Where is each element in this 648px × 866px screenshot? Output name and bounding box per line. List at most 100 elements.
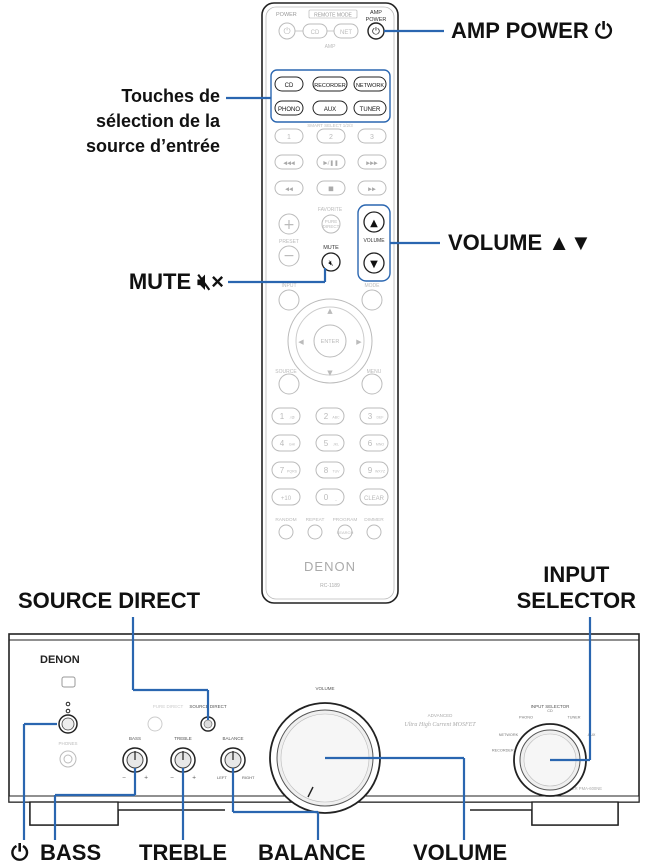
svg-text:VOLUME: VOLUME xyxy=(315,686,334,691)
keypad-key-sublabel: MNO xyxy=(376,443,384,447)
svg-text:▶▶: ▶▶ xyxy=(368,187,376,193)
svg-text:DIRECT: DIRECT xyxy=(323,224,340,229)
keypad-key-sublabel: PQRS xyxy=(287,470,298,474)
svg-text:INPUT: INPUT xyxy=(282,283,297,289)
keypad-key[interactable] xyxy=(315,407,345,425)
remote-src-aux: AUX xyxy=(324,107,336,113)
svg-text:▶: ▶ xyxy=(356,338,362,346)
input-position-label: AUX xyxy=(588,733,596,737)
svg-text:AMP: AMP xyxy=(325,44,337,50)
keypad-key-sublabel: _ xyxy=(334,497,337,501)
keypad-key[interactable] xyxy=(271,488,301,506)
keypad-key-label: +10 xyxy=(281,496,292,502)
callout-power-symbol: ⏻ xyxy=(11,840,29,865)
svg-text:SMART SELECT 1/2/3: SMART SELECT 1/2/3 xyxy=(307,123,353,128)
callout-balance: BALANCE xyxy=(258,840,366,865)
svg-text:−: − xyxy=(170,775,174,781)
remote-volume-down[interactable] xyxy=(363,252,385,274)
keypad-key[interactable] xyxy=(359,461,389,479)
keypad-key-label: 6 xyxy=(368,439,373,448)
svg-text:−: − xyxy=(283,248,295,264)
svg-text:REPEAT: REPEAT xyxy=(306,517,325,523)
callout-treble: TREBLE xyxy=(139,840,227,865)
remote-src-network: NETWORK xyxy=(356,83,384,89)
keypad-key-label: 3 xyxy=(368,412,373,421)
keypad-key-label: 4 xyxy=(280,439,285,448)
svg-text:RIGHT: RIGHT xyxy=(242,775,255,780)
svg-text:BASS: BASS xyxy=(129,736,141,741)
keypad-key-label: 0 xyxy=(324,493,329,502)
callout-volume-knob: VOLUME xyxy=(413,840,508,865)
keypad-key-sublabel: DEF xyxy=(377,416,384,420)
keypad-key[interactable] xyxy=(359,434,389,452)
input-position-label: NETWORK xyxy=(499,733,519,737)
svg-text:3: 3 xyxy=(370,134,374,141)
callout-source-keys: Touches de sélection de la source d’entr… xyxy=(85,86,220,156)
keypad-key[interactable] xyxy=(315,434,345,452)
svg-text:▲: ▲ xyxy=(327,307,333,315)
svg-text:FAVORITE: FAVORITE xyxy=(318,207,343,213)
keypad-key[interactable] xyxy=(315,461,345,479)
svg-text:⏻: ⏻ xyxy=(283,26,290,37)
keypad-key-sublabel: ./@ xyxy=(289,416,295,420)
svg-text:DIMMER: DIMMER xyxy=(364,517,384,523)
input-position-label: CD xyxy=(547,709,553,713)
svg-text:MUTE: MUTE xyxy=(323,245,339,251)
keypad-key[interactable] xyxy=(359,407,389,425)
callout-amp-power: AMP POWER ⏻ xyxy=(451,18,613,43)
callout-volume-buttons: VOLUME ▲▼ xyxy=(448,230,592,255)
svg-text:⏻: ⏻ xyxy=(372,27,380,38)
callout-input-selector: INPUT SELECTOR xyxy=(516,562,636,613)
keypad-key-label: 5 xyxy=(324,439,329,448)
remote-src-phono: PHONO xyxy=(278,107,300,113)
svg-text:+: + xyxy=(283,217,295,233)
svg-text:◀◀: ◀◀ xyxy=(285,187,293,193)
svg-text:MODE: MODE xyxy=(365,283,381,289)
input-position-label: PHONO xyxy=(519,715,533,719)
svg-text:+: + xyxy=(144,775,148,781)
svg-text:PRESET: PRESET xyxy=(279,239,299,245)
keypad-key-label: 7 xyxy=(280,466,285,475)
svg-text:+: + xyxy=(192,775,196,781)
svg-text:BALANCE: BALANCE xyxy=(222,736,243,741)
svg-text:Ultra High Current MOSFET: Ultra High Current MOSFET xyxy=(404,722,476,728)
keypad-key[interactable] xyxy=(271,434,301,452)
keypad-key[interactable] xyxy=(271,461,301,479)
keypad-key-sublabel: JKL xyxy=(333,443,339,447)
keypad-key-label: CLEAR xyxy=(364,496,385,502)
svg-text:▼: ▼ xyxy=(370,259,378,270)
svg-text:1: 1 xyxy=(287,134,291,141)
svg-text:INPUT SELECTOR: INPUT SELECTOR xyxy=(531,704,571,709)
input-position-label: TUNER xyxy=(567,715,580,719)
svg-text:🔇︎: 🔇︎ xyxy=(328,259,333,268)
callout-lines xyxy=(22,29,592,840)
remote-mute-button[interactable] xyxy=(321,252,341,272)
keypad-key[interactable] xyxy=(271,407,301,425)
keypad-key[interactable] xyxy=(315,488,345,506)
svg-text:ADVANCED: ADVANCED xyxy=(428,713,453,718)
svg-text:■: ■ xyxy=(328,186,334,193)
svg-text:2: 2 xyxy=(329,134,333,141)
svg-text:PHONES: PHONES xyxy=(58,741,77,746)
svg-text:PURE DIRECT: PURE DIRECT xyxy=(153,704,184,709)
keypad-key-sublabel: ABC xyxy=(332,416,340,420)
svg-text:▲: ▲ xyxy=(370,218,378,229)
remote-src-cd: CD xyxy=(285,83,294,89)
keypad-key-label: 8 xyxy=(324,466,329,475)
svg-text:MENU: MENU xyxy=(367,369,382,375)
remote-src-tuner: TUNER xyxy=(360,107,381,113)
svg-text:SEARCH: SEARCH xyxy=(337,530,354,535)
svg-text:▶▶▶: ▶▶▶ xyxy=(366,161,378,167)
keypad-key-label: 9 xyxy=(368,466,373,475)
svg-text:CD: CD xyxy=(311,30,320,36)
remote-amp-power-label: POWER xyxy=(366,17,387,23)
keypad-key[interactable] xyxy=(359,488,389,506)
remote-mode-label: REMOTE MODE xyxy=(314,13,352,19)
svg-text:◀: ◀ xyxy=(298,338,304,346)
remote-volume-up[interactable] xyxy=(363,211,385,233)
remote-src-recorder: RECORDER xyxy=(314,83,346,89)
callout-source-direct: SOURCE DIRECT xyxy=(18,588,201,613)
keypad-key-label: 1 xyxy=(280,412,285,421)
